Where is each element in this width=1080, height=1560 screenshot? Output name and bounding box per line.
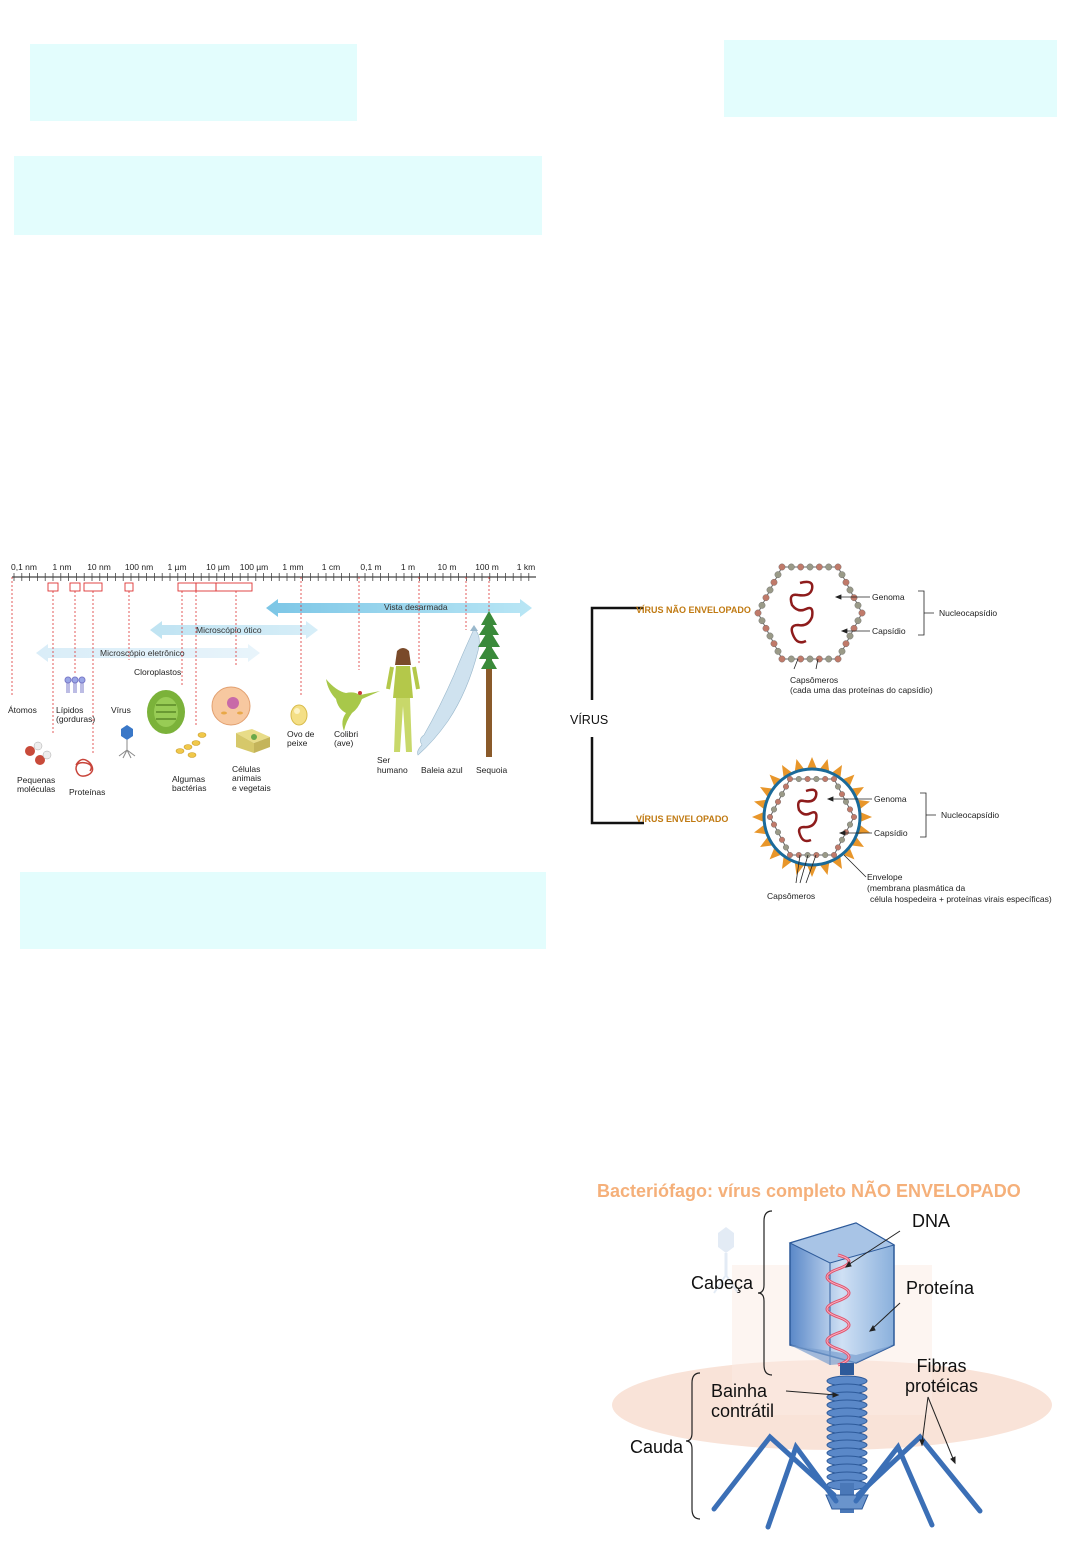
tick-label: 100 nm — [125, 562, 153, 572]
note-box-3 — [14, 156, 542, 235]
label-sequoia: Sequoia — [476, 765, 507, 775]
tick-label: 1 m — [401, 562, 415, 572]
fibers-label: Fibras protéicas — [905, 1356, 978, 1396]
phage-title: Bacteriófago: vírus completo NÃO ENVELOP… — [597, 1181, 1021, 1201]
tick-label: 0,1 m — [360, 562, 381, 572]
human-icon — [386, 648, 420, 752]
size-scale-diagram: 0,1 nm 1 nm 10 nm 100 nm 1 µm 10 µm 100 … — [8, 562, 536, 797]
label-cells: Células — [232, 764, 260, 774]
tick-label: 1 nm — [53, 562, 72, 572]
tick-label: 10 nm — [87, 562, 111, 572]
optical-microscope-arrow — [150, 621, 318, 639]
envelope-note-2: célula hospedeira + proteínas virais esp… — [870, 894, 1052, 904]
nucleocapsid-label: Nucleocapsídio — [939, 608, 997, 618]
sheath-label-2: contrátil — [711, 1401, 775, 1421]
enveloped-label: VÍRUS ENVELOPADO — [636, 814, 728, 824]
tick-label: 100 m — [475, 562, 499, 572]
capsomeres-note: (cada uma das proteínas do capsídio) — [790, 685, 933, 695]
sequoia-icon — [478, 611, 500, 757]
tick-label: 10 µm — [206, 562, 230, 572]
bacteria-icon — [175, 732, 207, 758]
naked-eye-arrow — [266, 599, 532, 617]
note-box-2 — [724, 40, 1057, 117]
label-small-molecules-2: moléculas — [17, 784, 55, 794]
label-bacteria: Algumas — [172, 774, 205, 784]
sheath-label: Bainha contrátil — [711, 1381, 774, 1421]
tick-label: 1 mm — [282, 562, 303, 572]
ghost-phage-icon — [713, 1227, 739, 1294]
label-human-2: humano — [377, 765, 408, 775]
electron-microscope-label: Microscópio eletrônico — [100, 648, 185, 658]
label-lipids-2: (gorduras) — [56, 714, 95, 724]
label-fish-egg: Ovo de — [287, 729, 315, 739]
envelope-note-1: (membrana plasmática da — [867, 883, 966, 893]
label-cells-2: animais — [232, 773, 261, 783]
label-small-molecules: Pequenas — [17, 775, 55, 785]
molecules-icon — [25, 741, 52, 765]
genome-label: Genoma — [872, 592, 905, 602]
non-enveloped-virus-icon — [754, 563, 866, 663]
phage-head — [788, 1222, 896, 1367]
label-virus: Vírus — [111, 705, 131, 715]
genome-label-env: Genoma — [874, 794, 907, 804]
tick-label: 1 µm — [167, 562, 186, 572]
dna-label: DNA — [912, 1211, 951, 1231]
naked-eye-label: Vista desarmada — [384, 602, 448, 612]
tick-label: 0,1 nm — [11, 562, 37, 572]
capsid-label: Capsídio — [872, 626, 906, 636]
tail-fibers — [711, 1433, 983, 1530]
tick-label: 1 km — [517, 562, 535, 572]
label-whale: Baleia azul — [421, 765, 463, 775]
label-cells-3: e vegetais — [232, 783, 271, 793]
enveloped-virus-icon — [752, 757, 872, 877]
label-hummingbird-2: (ave) — [334, 738, 354, 748]
virus-root-label: VÍRUS — [570, 712, 608, 727]
lipids-icon — [64, 676, 86, 693]
head-label: Cabeça — [691, 1273, 754, 1293]
fibers-label-2: protéicas — [905, 1376, 979, 1396]
chloroplast-icon — [147, 690, 185, 734]
whale-icon — [417, 625, 480, 756]
label-human: Ser — [377, 755, 390, 765]
tick-label: 100 µm — [240, 562, 269, 572]
fibers-label-1: Fibras — [916, 1356, 967, 1376]
note-box-1 — [30, 44, 357, 121]
non-enveloped-label: VÍRUS NÃO ENVELOPADO — [636, 605, 751, 615]
label-chloroplasts: Cloroplastos — [134, 667, 181, 677]
envelope-label: Envelope — [867, 872, 903, 882]
sheath-label-1: Bainha — [711, 1381, 768, 1401]
fish-egg-icon — [290, 704, 308, 726]
note-box-4 — [20, 872, 546, 949]
capsid-label-env: Capsídio — [874, 828, 908, 838]
label-proteins: Proteínas — [69, 787, 105, 797]
optical-microscope-label: Microscópio ótico — [196, 625, 262, 635]
tree-bracket — [590, 606, 644, 825]
hummingbird-icon — [326, 679, 380, 731]
cells-icon — [211, 686, 270, 753]
electron-microscope-arrow — [36, 644, 260, 662]
protein-icon — [75, 758, 94, 777]
label-atoms: Átomos — [8, 705, 37, 715]
tail-label: Cauda — [630, 1437, 684, 1457]
capsomeres-label-env: Capsômeros — [767, 891, 815, 901]
label-hummingbird: Colibri — [334, 729, 358, 739]
label-bacteria-2: bactérias — [172, 783, 207, 793]
tick-label: 1 cm — [322, 562, 340, 572]
nucleocapsid-label-env: Nucleocapsídio — [941, 810, 999, 820]
bacteriophage-diagram — [612, 1210, 1052, 1530]
capsomeres-label: Capsômeros — [790, 675, 838, 685]
label-lipids: Lípidos — [56, 705, 83, 715]
virus-types-diagram: VÍRUS VÍRUS NÃO ENVELOPADO VÍRUS ENVELOP… — [570, 563, 1052, 904]
virus-icon — [118, 725, 136, 759]
tick-label: 10 m — [438, 562, 457, 572]
tail-sheath — [826, 1375, 868, 1491]
label-fish-egg-2: peixe — [287, 738, 308, 748]
protein-label: Proteína — [906, 1278, 975, 1298]
